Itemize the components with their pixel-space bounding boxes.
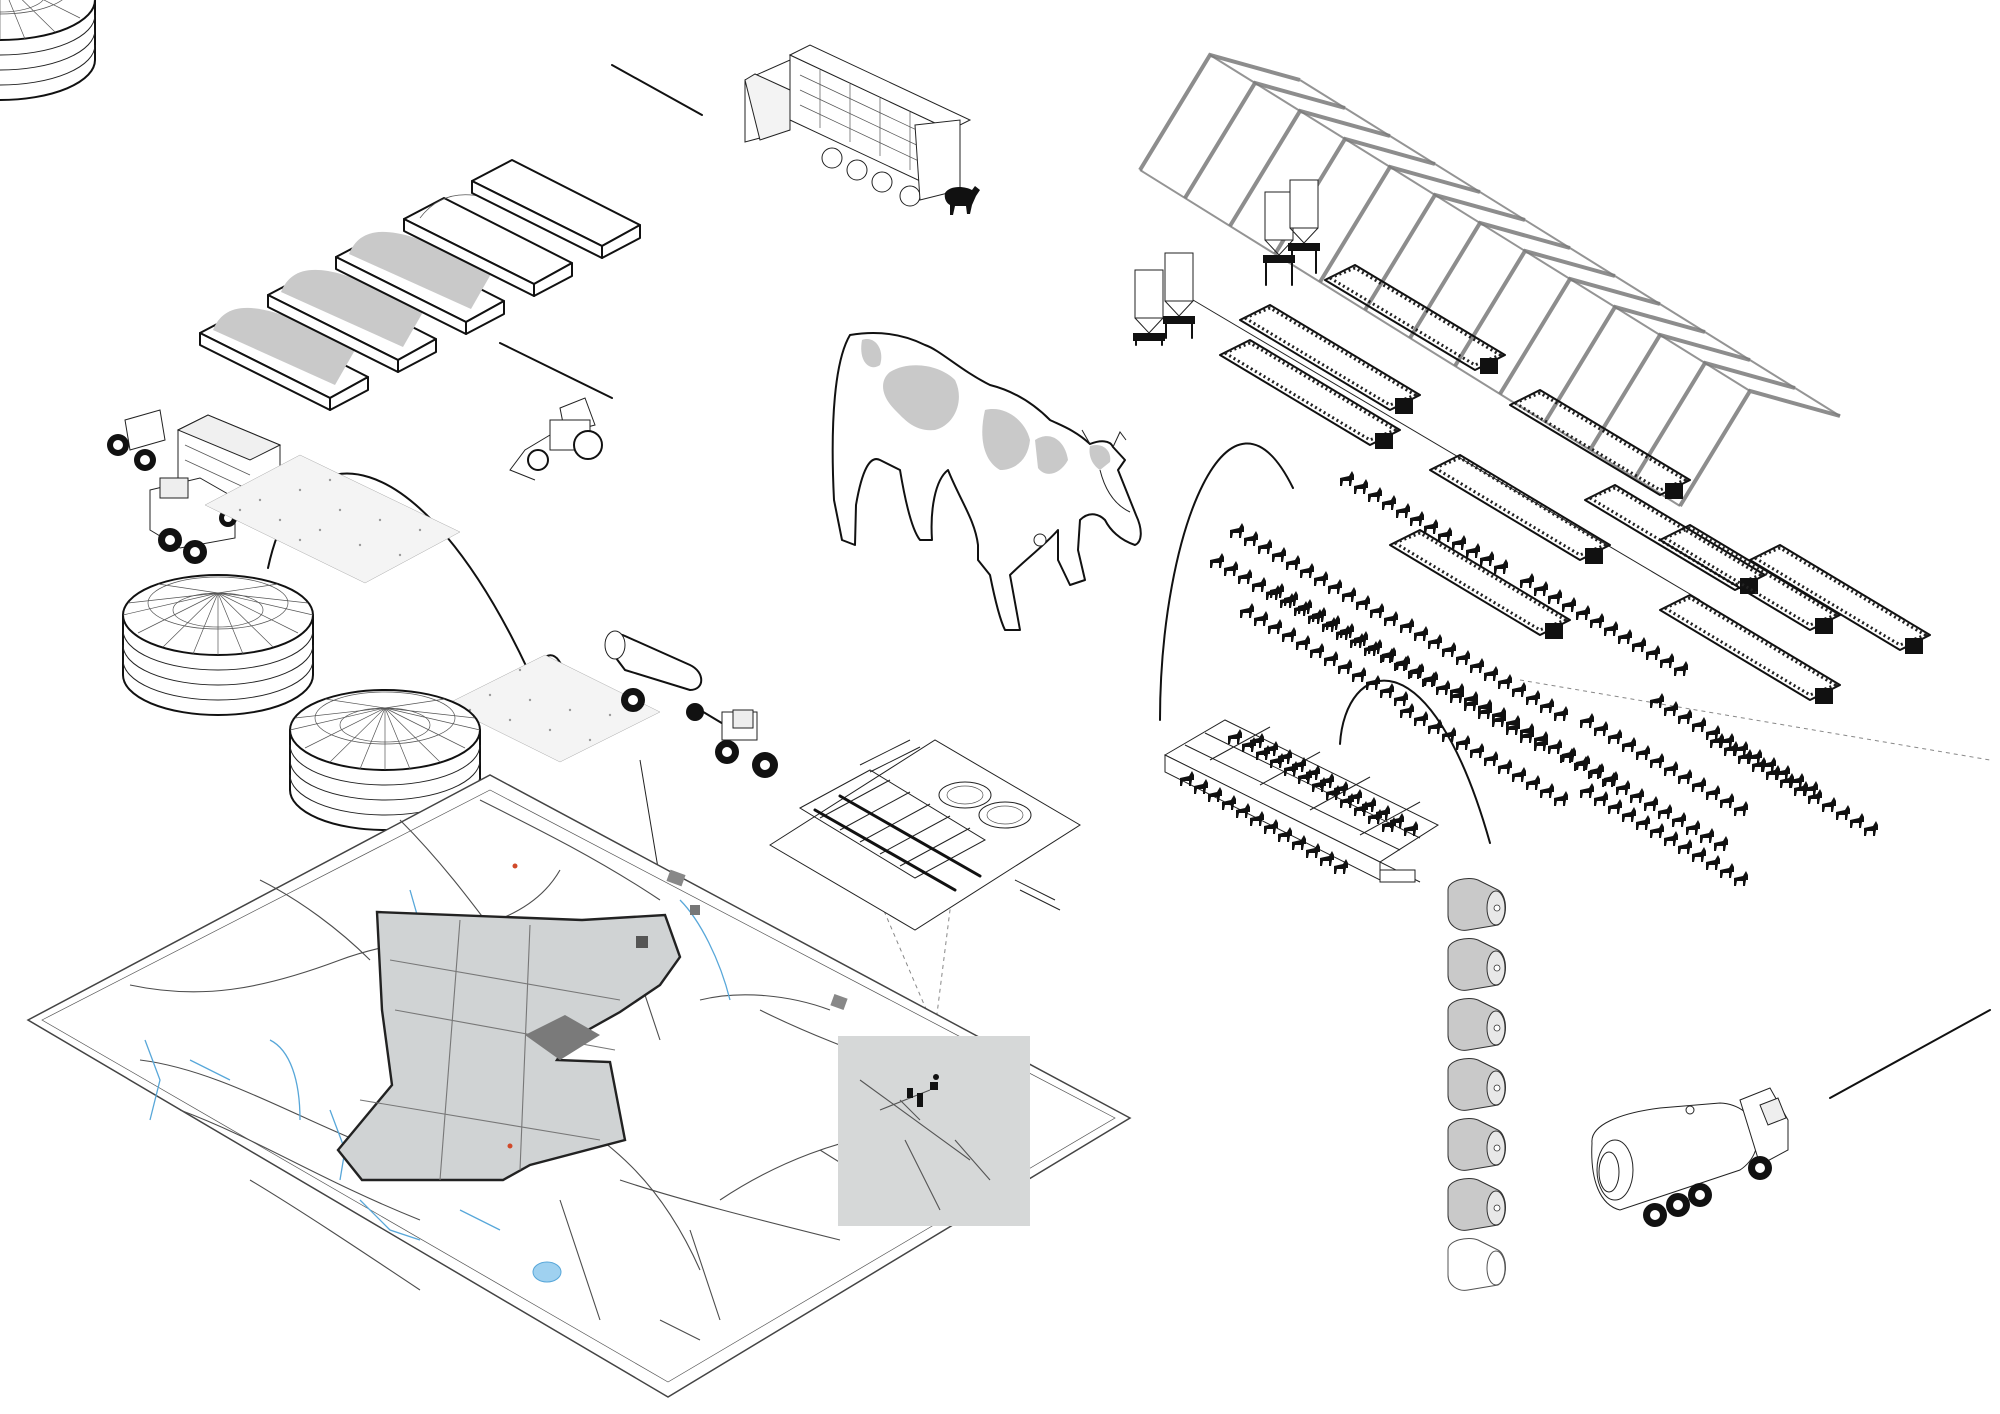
- front-loader-tractor: [509, 397, 603, 481]
- livestock-truck: [744, 44, 972, 207]
- farm-parcel: [336, 910, 682, 1182]
- ground-planes: [204, 454, 661, 763]
- black-calf: [944, 186, 980, 215]
- regional-map: [26, 774, 1132, 1398]
- feeding-stalls: [1218, 263, 1932, 706]
- milk-storage-tanks: [1447, 877, 1506, 1291]
- manure-spreader-tractor: [604, 630, 778, 778]
- barn-plan-inset: [769, 739, 1081, 931]
- site-detail-inset: [838, 1036, 1030, 1226]
- greenhouse-barn-frame: [1138, 52, 1841, 508]
- milk-tanker-truck: [1591, 1087, 1789, 1227]
- feed-silos: [1133, 179, 1701, 601]
- milking-parlour: [1163, 719, 1440, 883]
- holstein-cow: [831, 332, 1142, 631]
- silage-bunker-silos: [199, 159, 641, 411]
- map-markers: [507, 863, 848, 1149]
- biogas-digester-domes: [0, 0, 481, 831]
